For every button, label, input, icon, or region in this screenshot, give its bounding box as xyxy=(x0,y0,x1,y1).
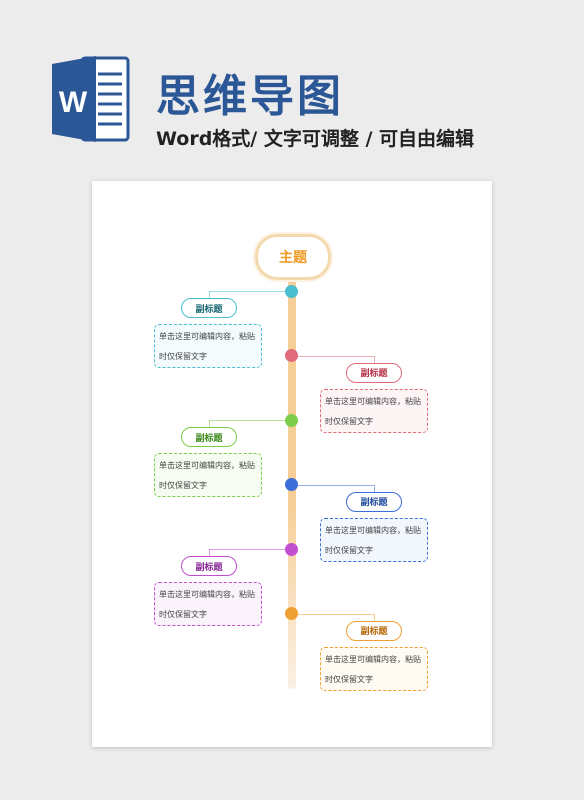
branch-dot xyxy=(285,542,298,556)
content-text: 时仅保留文字 xyxy=(159,352,207,361)
subtitle-label[interactable]: 副标题 xyxy=(181,298,237,318)
connector-line xyxy=(374,484,375,493)
content-text: 单击这里可编辑内容，粘贴 xyxy=(325,654,421,664)
content-text: 单击这里可编辑内容，粘贴 xyxy=(159,461,255,470)
content-textbox[interactable]: 单击这里可编辑内容，粘贴时仅保留文字 xyxy=(154,453,262,497)
header: W 思维导图 Word格式/ 文字可调整 / 可自由编辑 xyxy=(0,0,584,170)
content-text: 时仅保留文字 xyxy=(325,416,373,426)
connector-line xyxy=(209,420,210,428)
connector-line xyxy=(209,291,288,292)
connector-line xyxy=(209,291,210,299)
subtitle-label[interactable]: 副标题 xyxy=(346,620,402,641)
subtitle-label[interactable]: 副标题 xyxy=(181,556,237,576)
content-text: 时仅保留文字 xyxy=(159,481,207,490)
connector-line xyxy=(209,420,288,421)
connector-line xyxy=(374,613,375,622)
branch-dot xyxy=(285,478,298,491)
content-textbox[interactable]: 单击这里可编辑内容，粘贴时仅保留文字 xyxy=(320,517,428,562)
connector-line xyxy=(209,549,288,550)
content-textbox[interactable]: 单击这里可编辑内容，粘贴时仅保留文字 xyxy=(154,582,262,626)
connector-line xyxy=(296,484,374,486)
content-textbox[interactable]: 单击这里可编辑内容，粘贴时仅保留文字 xyxy=(320,646,428,691)
content-text: 时仅保留文字 xyxy=(159,610,207,619)
branch-dot xyxy=(285,607,298,620)
document-page: 主题 副标题单击这里可编辑内容，粘贴时仅保留文字副标题单击这里可编辑内容，粘贴时… xyxy=(92,181,492,747)
connector-line xyxy=(296,355,374,357)
subtitle-label[interactable]: 副标题 xyxy=(346,362,402,383)
word-icon: W xyxy=(52,56,130,142)
branch-dot xyxy=(285,284,298,298)
content-text: 单击这里可编辑内容，粘贴 xyxy=(325,525,421,535)
main-topic-node[interactable]: 主题 xyxy=(255,234,331,280)
branch-dot xyxy=(285,413,298,427)
content-text: 单击这里可编辑内容，粘贴 xyxy=(159,332,255,341)
content-text: 单击这里可编辑内容，粘贴 xyxy=(159,590,255,599)
connector-line xyxy=(296,613,374,615)
subtitle-label[interactable]: 副标题 xyxy=(181,427,237,447)
subtitle-label[interactable]: 副标题 xyxy=(346,491,402,512)
content-text: 时仅保留文字 xyxy=(325,545,373,555)
content-text: 时仅保留文字 xyxy=(325,674,373,684)
content-text: 单击这里可编辑内容，粘贴 xyxy=(325,396,421,406)
svg-text:W: W xyxy=(59,86,88,119)
content-textbox[interactable]: 单击这里可编辑内容，粘贴时仅保留文字 xyxy=(320,388,428,433)
content-textbox[interactable]: 单击这里可编辑内容，粘贴时仅保留文字 xyxy=(154,324,262,368)
branch-dot xyxy=(285,349,298,362)
connector-line xyxy=(209,549,210,557)
page-subtitle: Word格式/ 文字可调整 / 可自由编辑 xyxy=(156,128,475,150)
page-title: 思维导图 xyxy=(156,71,344,122)
connector-line xyxy=(374,355,375,364)
